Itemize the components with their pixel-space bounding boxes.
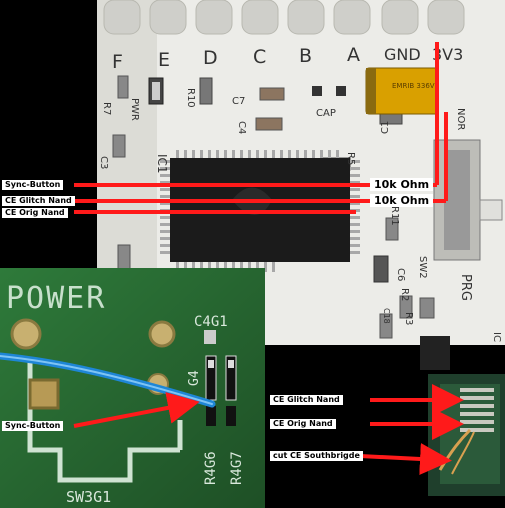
label-ce-glitch-top: CE Glitch Nand: [2, 196, 75, 206]
pad-label-c: C: [253, 46, 266, 68]
label-sync-button-top: Sync-Button: [2, 180, 64, 190]
label-c1: C1: [380, 121, 391, 134]
label-ce-glitch-bottom: CE Glitch Nand: [270, 395, 343, 405]
label-pwr: PWR: [129, 98, 140, 121]
label-r7: R7: [101, 102, 112, 115]
resistor-label-1: 10k Ohm: [370, 178, 434, 191]
label-r3: R3: [403, 312, 414, 325]
pad-label-e: E: [158, 49, 170, 71]
pin-header: [420, 336, 450, 370]
pad-label-d: D: [203, 47, 218, 69]
label-cut-ce: cut CE Southbrigde: [270, 451, 363, 461]
label-c18: C18: [382, 308, 391, 324]
label-prg: PRG: [458, 274, 473, 301]
label-c7: C7: [232, 96, 245, 107]
nand-closeup-photo: [428, 374, 505, 496]
silk-g4: G4: [187, 370, 202, 386]
pad-square: [28, 378, 60, 410]
silk-r4g6: R4G6: [203, 451, 219, 485]
label-r11: R11: [389, 206, 400, 226]
label-sw2: SW2: [417, 256, 428, 279]
pad-top-right: [148, 320, 176, 348]
pad-label-3v3: 3V3: [432, 45, 463, 64]
label-ic: IC: [491, 332, 502, 342]
red-arrows-bottom: [73, 384, 464, 475]
pad-top-left: [10, 318, 42, 350]
label-r5: R5: [345, 152, 356, 165]
power-silk-text: POWER: [6, 281, 106, 316]
pad-label-a: A: [347, 44, 360, 66]
pad-label-b: B: [299, 45, 312, 67]
label-c4: C4: [236, 121, 247, 134]
red-wires-top: [74, 42, 448, 214]
silk-c4g1: C4G1: [194, 314, 228, 330]
label-ce-orig-bottom: CE Orig Nand: [270, 419, 336, 429]
label-r2: R2: [399, 288, 410, 301]
capacitor-marking: EMRIB 336V: [392, 82, 435, 90]
label-ic1: IC1: [155, 154, 169, 174]
tantalum-capacitor: EMRIB 336V: [365, 67, 439, 115]
label-r10: R10: [185, 88, 196, 108]
xbox-pcb-photo: POWER C4G1 G4 R4G6 R4G7 SW3G1: [0, 268, 265, 508]
label-c3: C3: [98, 156, 109, 169]
silk-r4g7: R4G7: [229, 451, 245, 485]
top-pads: [103, 0, 465, 35]
pad-label-gnd: GND: [384, 45, 421, 64]
silk-sw3g1: SW3G1: [66, 488, 111, 506]
resistor-label-2: 10k Ohm: [370, 194, 434, 207]
label-cap: CAP: [316, 108, 336, 119]
label-ce-orig-top: CE Orig Nand: [2, 208, 68, 218]
arrow-sync-button: [73, 392, 200, 428]
label-sync-button-bottom: Sync-Button: [2, 421, 64, 431]
pad-label-f: F: [112, 51, 123, 73]
label-c6: C6: [395, 268, 406, 281]
arrow-cut-ce: [359, 443, 452, 475]
label-nor: NOR: [455, 108, 466, 130]
